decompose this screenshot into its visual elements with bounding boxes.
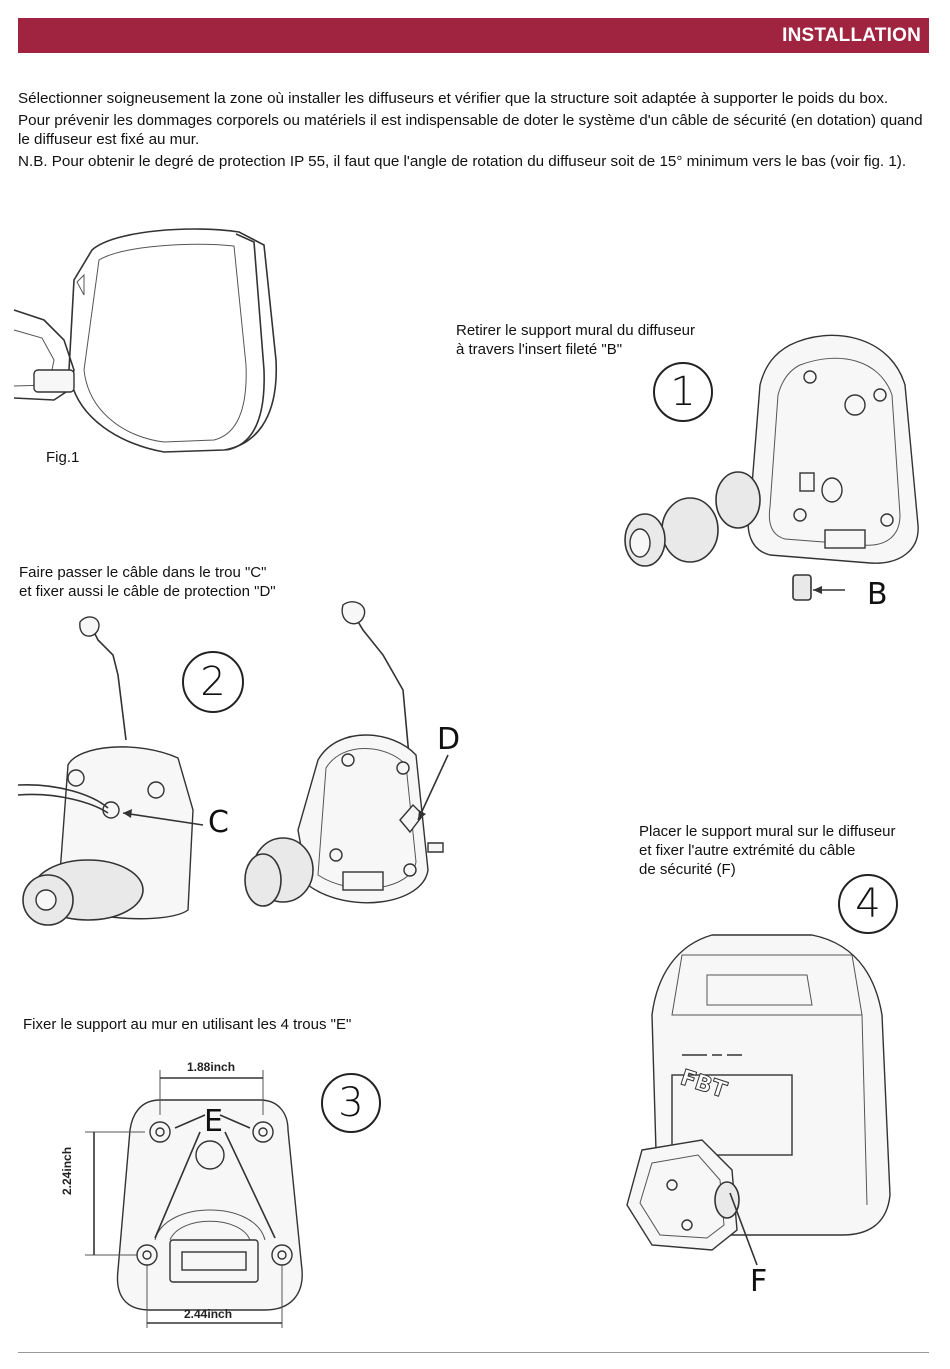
step2-caption-line: Faire passer le câble dans le trou "C" (19, 564, 267, 581)
callout-b-label: B (867, 577, 888, 612)
step4-speaker-mounted-illustration (626, 934, 891, 1266)
header-bar: INSTALLATION (18, 18, 929, 53)
callout-e-label: E (204, 1104, 223, 1139)
step1-caption-line: à travers l'insert fileté "B" (456, 341, 623, 358)
step4-caption: Placer le support mural sur le diffuseur… (639, 822, 896, 879)
intro-paragraph: Pour prévenir les dommages corporels ou … (18, 112, 923, 148)
callout-c-label: C (208, 805, 229, 840)
step4-caption-line: Placer le support mural sur le diffuseur (639, 823, 896, 840)
step4-caption-line: de sécurité (F) (639, 861, 736, 878)
step2-caption-line: et fixer aussi le câble de protection "D… (19, 583, 276, 600)
fig1-speaker-side-illustration (13, 228, 277, 453)
dimension-bottom: 2.44inch (184, 1307, 233, 1321)
step3-number-badge: 3 (321, 1073, 381, 1133)
step2-cable-routing-illustration (17, 601, 449, 926)
intro-text: Sélectionner soigneusement la zone où in… (18, 89, 933, 174)
step2-number-badge: 2 (182, 651, 244, 713)
step1-number-badge: 1 (653, 362, 713, 422)
header-title: INSTALLATION (782, 25, 921, 46)
step3-mounting-holes-diagram (85, 1070, 303, 1328)
step4-caption-line: et fixer l'autre extrémité du câble (639, 842, 856, 859)
step1-caption-line: Retirer le support mural du diffuseur (456, 322, 696, 339)
step3-caption: Fixer le support au mur en utilisant les… (23, 1016, 352, 1033)
step4-number-badge: 4 (838, 874, 898, 934)
intro-paragraph: N.B. Pour obtenir le degré de protection… (18, 153, 907, 170)
callout-f-label: F (750, 1264, 768, 1299)
callout-d-label: D (437, 722, 461, 757)
step1-caption: Retirer le support mural du diffuseur à … (456, 321, 695, 359)
dimension-top: 1.88inch (187, 1060, 236, 1074)
step1-wall-bracket-illustration (624, 334, 919, 601)
fig1-label: Fig.1 (46, 449, 80, 466)
footer-divider (18, 1352, 929, 1353)
intro-paragraph: Sélectionner soigneusement la zone où in… (18, 90, 889, 107)
step2-caption: Faire passer le câble dans le trou "C" e… (19, 563, 276, 601)
dimension-side: 2.24inch (60, 1146, 74, 1195)
